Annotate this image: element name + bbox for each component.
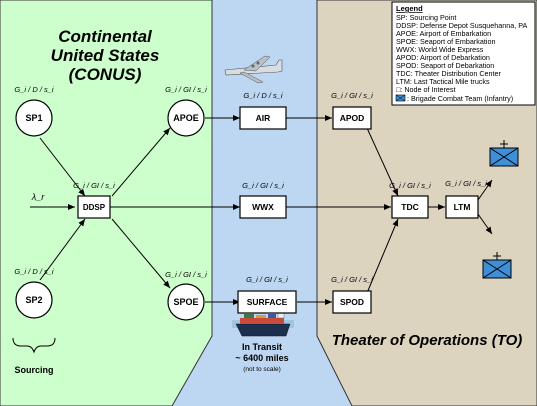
- node-spoe: SPOE: [167, 283, 205, 321]
- node-air: AIR: [239, 106, 287, 130]
- legend-item-wwx: WWX: World Wide Express: [396, 45, 484, 54]
- conus-title-line-2: United States: [51, 46, 160, 65]
- edge-spod-tdc: [366, 218, 399, 294]
- edges: [30, 115, 493, 305]
- node-sp2-label: SP2: [25, 295, 42, 305]
- node-spod: SPOD: [332, 290, 372, 314]
- edge-ltm-bct-2: [477, 213, 493, 235]
- in-transit-note: (not to scale): [243, 366, 281, 373]
- queue-labels: G_i / D / s_i G_i / D / s_i G_i / GI / s…: [14, 85, 487, 284]
- node-surface: SURFACE: [237, 290, 297, 314]
- bct-icon-1: [489, 140, 519, 167]
- edge-ddsp-spoe: [111, 218, 171, 289]
- node-sp1: SP1: [15, 99, 53, 137]
- node-spoe-label: SPOE: [173, 297, 198, 307]
- bct-icon-2: [482, 252, 512, 279]
- queue-label-apod: G_i / GI / s_i: [331, 91, 373, 100]
- queue-label-sp2: G_i / D / s_i: [14, 267, 54, 276]
- airplane-icon: [224, 55, 283, 84]
- legend-item-bct: : Brigade Combat Team (Infantry): [407, 94, 513, 103]
- node-tdc: TDC: [391, 195, 429, 219]
- queue-label-ltm: G_i / GI / s_i: [445, 179, 487, 188]
- sourcing-label: Sourcing: [14, 365, 53, 375]
- legend-item-sp: SP: Sourcing Point: [396, 13, 456, 22]
- node-apod: APOD: [332, 106, 372, 130]
- node-spod-label: SPOD: [340, 297, 364, 307]
- in-transit-distance: ~ 6400 miles: [235, 353, 288, 363]
- queue-label-surface: G_i / GI / s_i: [246, 275, 288, 284]
- legend-item-tdc: TDC: Theater Distribution Center: [396, 69, 502, 78]
- node-wwx: WWX: [239, 195, 287, 219]
- queue-label-tdc: G_i / GI / s_i: [389, 181, 431, 190]
- legend-item-apod: APOD: Airport of Debarkation: [396, 53, 490, 62]
- edge-apod-tdc: [366, 127, 399, 197]
- arrival-rate-label: λ_r: [31, 192, 45, 202]
- edge-sp2-ddsp: [39, 218, 86, 281]
- node-sp2: SP2: [15, 281, 53, 319]
- node-apod-label: APOD: [340, 113, 365, 123]
- node-apoe-label: APOE: [173, 113, 199, 123]
- queue-label-ddsp: G_i / GI / s_i: [73, 181, 115, 190]
- node-air-label: AIR: [256, 113, 271, 123]
- conus-title-line-1: Continental: [58, 27, 153, 46]
- node-surface-label: SURFACE: [247, 297, 288, 307]
- sourcing-brace: [12, 337, 56, 354]
- conus-title-line-3: (CONUS): [69, 65, 142, 84]
- node-ltm-label: LTM: [454, 202, 471, 212]
- legend-item-ltm: LTM: Last Tactical Mile trucks: [396, 77, 490, 86]
- queue-label-air: G_i / D / s_i: [243, 91, 283, 100]
- queue-label-wwx: G_i / GI / s_i: [242, 181, 284, 190]
- node-sp1-label: SP1: [25, 113, 42, 123]
- node-ddsp: DDSP: [77, 195, 111, 219]
- node-tdc-label: TDC: [401, 202, 418, 212]
- legend-item-ddsp: DDSP: Defense Depot Susquehanna, PA: [396, 21, 528, 30]
- node-wwx-label: WWX: [252, 202, 274, 212]
- edge-ddsp-apoe: [111, 127, 171, 197]
- legend-title: Legend: [396, 4, 423, 13]
- node-apoe: APOE: [167, 99, 205, 137]
- legend-bct-icon: [395, 94, 406, 102]
- queue-label-sp1: G_i / D / s_i: [14, 85, 54, 94]
- queue-label-spoe: G_i / GI / s_i: [165, 270, 207, 279]
- node-ltm: LTM: [445, 195, 479, 219]
- legend-item-node: □: Node of Interest: [396, 85, 455, 94]
- legend: Legend SP: Sourcing Point DDSP: Defense …: [391, 1, 536, 106]
- legend-item-apoe: APOE: Airport of Embarkation: [396, 29, 491, 38]
- legend-item-spoe: SPOE: Seaport of Embarkation: [396, 37, 495, 46]
- edge-sp1-ddsp: [39, 137, 86, 197]
- node-ddsp-label: DDSP: [83, 203, 106, 212]
- to-title: Theater of Operations (TO): [332, 332, 523, 349]
- edge-ltm-bct-1: [477, 179, 493, 201]
- queue-label-apoe: G_i / GI / s_i: [165, 85, 207, 94]
- legend-item-spod: SPOD: Seaport of Debarkation: [396, 61, 494, 70]
- in-transit-label: In Transit: [242, 342, 282, 352]
- queue-label-spod: G_i / GI / s_i: [331, 275, 373, 284]
